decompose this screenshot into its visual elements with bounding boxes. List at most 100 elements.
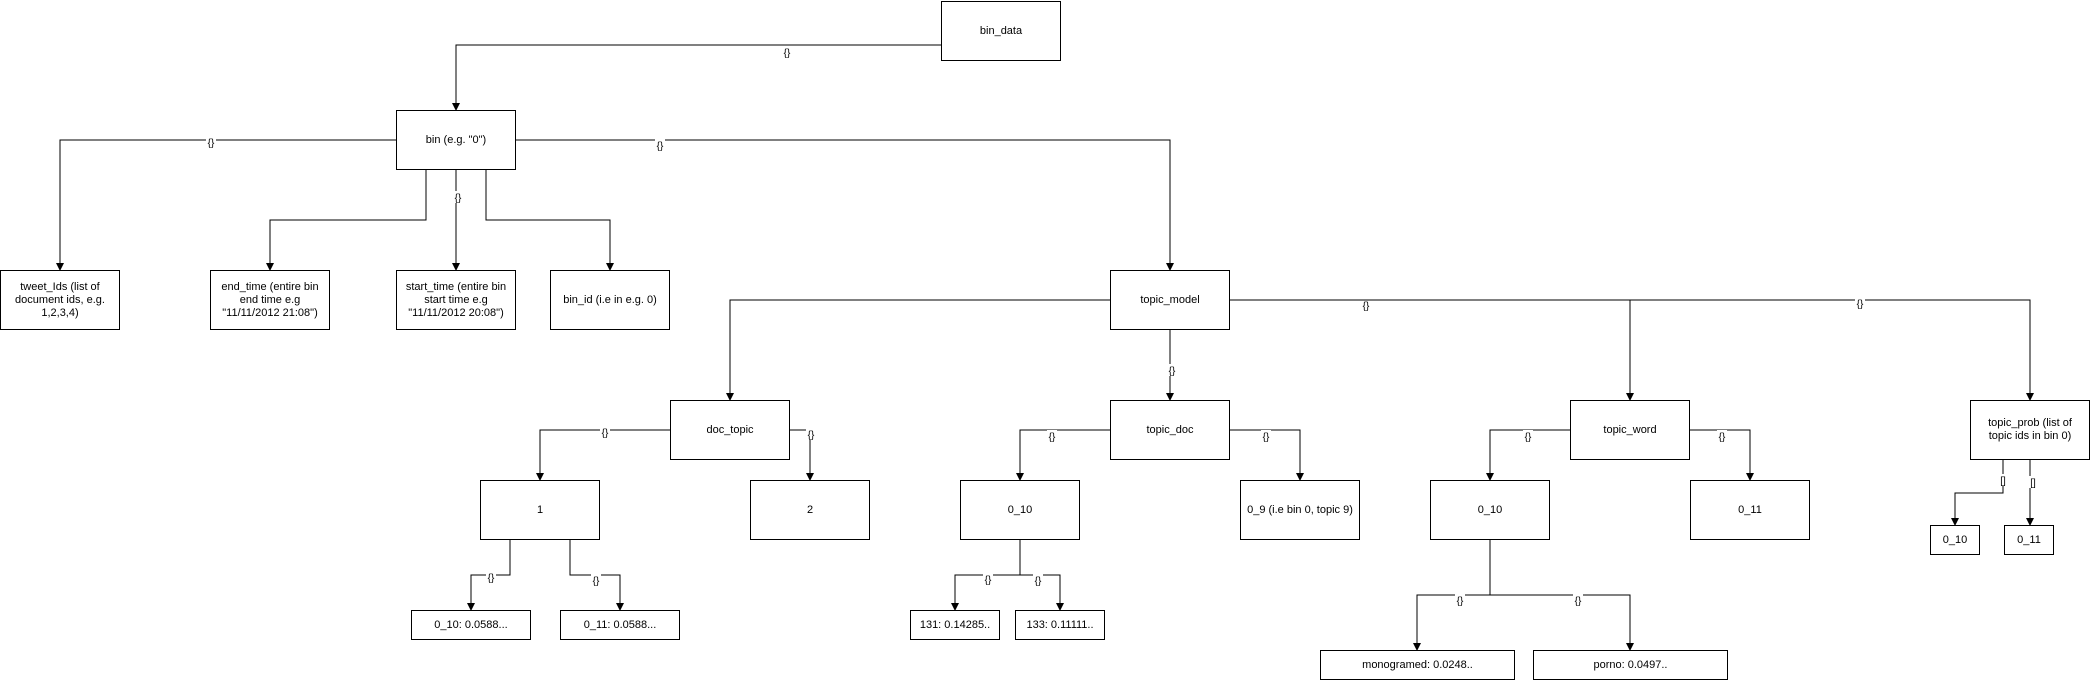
node-topic-doc-09: 0_9 (i.e bin 0, topic 9) [1240, 480, 1360, 540]
node-topic-word-010: 0_10 [1430, 480, 1550, 540]
edge-label-bg [600, 426, 610, 438]
edge-label-bg [806, 428, 816, 440]
edge-topicword010-porno [1490, 594, 1634, 651]
edge-label: {} [657, 141, 664, 152]
node-label: 0_11 [2017, 533, 2041, 546]
edge-label-bg [206, 136, 216, 148]
edge-label-bg [591, 574, 601, 586]
edge-label: {} [602, 428, 609, 439]
node-doc-topic-1-010: 0_10: 0.0588... [411, 610, 531, 640]
node-doc-topic-2: 2 [750, 480, 870, 540]
node-topic-prob: topic_prob (list of topic ids in bin 0) [1970, 400, 2090, 460]
node-word-monogramed: monogramed: 0.0248.. [1320, 650, 1515, 680]
node-label: 0_11: 0.0588... [583, 618, 657, 631]
node-label: topic_prob (list of topic ids in bin 0) [1988, 417, 2072, 442]
edge-label-bg [1573, 594, 1583, 606]
edge-doctopic-1 [536, 429, 670, 481]
edge-label: {} [488, 573, 495, 584]
edge-label-bg [1998, 474, 2008, 486]
node-tweet-ids: tweet_Ids (list of document ids, e.g. 1,… [0, 270, 120, 330]
edge-label: {} [593, 576, 600, 587]
edge-label-bg [453, 191, 463, 203]
edge-label: {} [1575, 596, 1582, 607]
node-label: 1 [536, 503, 544, 516]
node-label: 0_10 [1942, 533, 1968, 546]
edge-topicprob-010 [1951, 460, 2004, 526]
node-doc-topic: doc_topic [670, 400, 790, 460]
edge-topicword-010 [1486, 429, 1570, 481]
node-topic-word: topic_word [1570, 400, 1690, 460]
edge-label-bg [1047, 430, 1057, 442]
node-label: 0_10: 0.0588... [434, 618, 508, 631]
edge-label: {} [985, 575, 992, 586]
edge-label-bg [1455, 594, 1465, 606]
edge-label: {} [1049, 432, 1056, 443]
edge-label-bg [1361, 299, 1371, 311]
node-label: topic_model [1140, 293, 1200, 306]
edge-label: {} [1719, 432, 1726, 443]
node-label: 0_11 [1738, 503, 1762, 516]
node-label: monogramed: 0.0248.. [1362, 658, 1473, 671]
edge-label: {} [1169, 366, 1176, 377]
edge-label-bg [1855, 297, 1865, 309]
node-topic-doc-010: 0_10 [960, 480, 1080, 540]
edge-label: [] [2030, 478, 2036, 489]
edge-bin-tweetids [56, 139, 396, 271]
node-topic-prob-010: 0_10 [1930, 525, 1980, 555]
edge-topicmodel-doctopic [726, 299, 1110, 401]
edge-label: {} [1363, 301, 1370, 312]
edge-label: {} [208, 138, 215, 149]
edge-label-bg [1167, 364, 1177, 376]
node-topic-word-011: 0_11 [1690, 480, 1810, 540]
edge-label: {} [808, 430, 815, 441]
edge-topicdoc-010 [1016, 429, 1110, 481]
edge-label-bg [486, 571, 496, 583]
node-label: end_time (entire bin end time e.g "11/11… [221, 280, 319, 319]
node-label: bin_data [979, 24, 1023, 37]
edge-label: {} [1857, 299, 1864, 310]
edge-label-bg [1717, 430, 1727, 442]
node-doc-topic-1-011: 0_11: 0.0588... [560, 610, 680, 640]
node-topic-doc-131: 131: 0.14285.. [910, 610, 1000, 640]
node-label: topic_doc [1146, 423, 1194, 436]
edge-topicmodel-topicprob [1230, 299, 2034, 401]
node-label: 133: 0.11111.. [1026, 618, 1094, 631]
node-label: porno: 0.0497.. [1593, 658, 1668, 671]
node-bin-id: bin_id (i.e in e.g. 0) [550, 270, 670, 330]
node-label: doc_topic [706, 423, 754, 436]
node-topic-doc-133: 133: 0.11111.. [1015, 610, 1105, 640]
node-bin: bin (e.g. "0") [396, 110, 516, 170]
node-topic-model: topic_model [1110, 270, 1230, 330]
edge-label-bg [655, 139, 665, 151]
edge-topicdoc-09 [1230, 429, 1304, 481]
edge-label-bg [1261, 430, 1271, 442]
edge-topicmodel-topicword [1230, 299, 1634, 401]
edge-topicword-011 [1690, 429, 1754, 481]
edge-bin-endtime [266, 170, 427, 271]
node-topic-prob-011: 0_11 [2004, 525, 2054, 555]
edge-label: [] [2000, 476, 2006, 487]
node-doc-topic-1: 1 [480, 480, 600, 540]
edge-bin-binid [485, 170, 614, 271]
node-label: 131: 0.14285.. [919, 618, 991, 631]
node-word-porno: porno: 0.0497.. [1533, 650, 1728, 680]
node-label: bin (e.g. "0") [425, 133, 487, 146]
node-start-time: start_time (entire bin start time e.g "1… [396, 270, 516, 330]
edge-label-bg [983, 573, 993, 585]
edge-label: {} [455, 193, 462, 204]
node-label: tweet_Ids (list of document ids, e.g. 1,… [15, 280, 105, 319]
edge-label-bg [2028, 476, 2038, 488]
edge-label: {} [1263, 432, 1270, 443]
edge-label: {} [784, 48, 791, 59]
node-bin-data: bin_data [941, 1, 1061, 61]
node-end-time: end_time (entire bin end time e.g "11/11… [210, 270, 330, 330]
edge-topicword010-monogramed [1413, 540, 1491, 651]
node-label: 0_9 (i.e bin 0, topic 9) [1247, 503, 1353, 516]
edge-label: {} [1525, 432, 1532, 443]
edge-bin-topicmodel [516, 139, 1174, 271]
edge-bindata-bin [452, 44, 941, 111]
node-label: 2 [806, 503, 814, 516]
node-label: topic_word [1603, 423, 1657, 436]
edge-label-bg [782, 46, 792, 58]
